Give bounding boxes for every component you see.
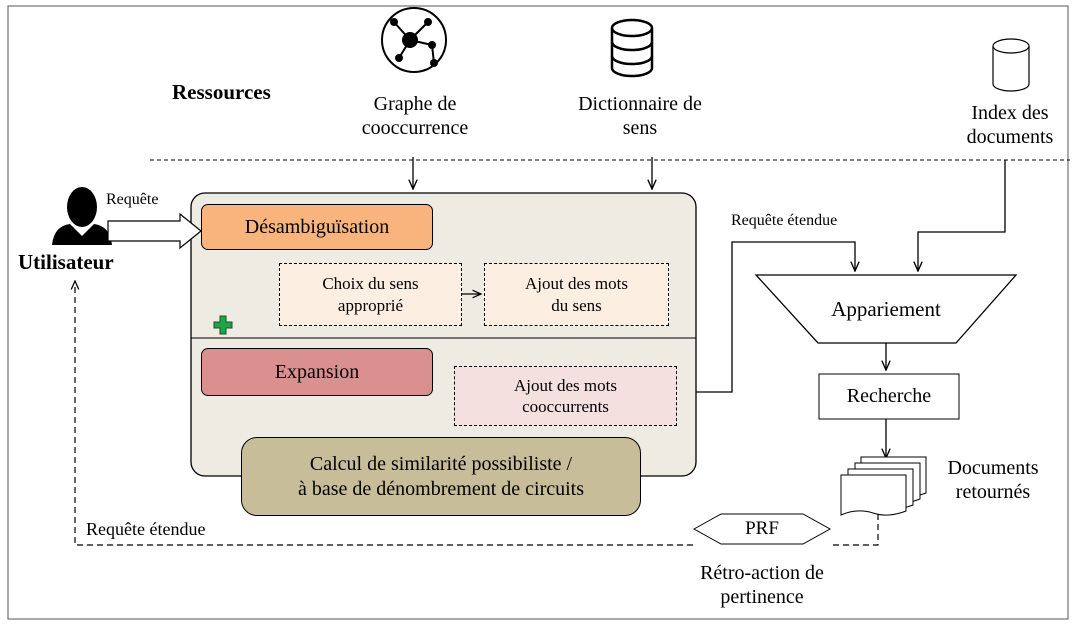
- disambiguation-box: Désambiguïsation: [201, 204, 433, 250]
- cooccurrence-graph-line1: Graphe de: [373, 93, 457, 115]
- matching-label: Appariement: [831, 297, 941, 321]
- relevance-feedback-label: Rétro-action de pertinence: [676, 561, 848, 609]
- plus-icon: [213, 315, 233, 335]
- user-icon: [52, 187, 112, 245]
- similarity-box: Calcul de similarité possibiliste / à ba…: [241, 437, 641, 516]
- returned-docs-line2: retournés: [955, 481, 1031, 503]
- similarity-line2: à base de dénombrement de circuits: [298, 477, 584, 500]
- database-icon: [610, 18, 654, 78]
- outer-frame: [7, 5, 1069, 620]
- document-index-line1: Index des: [971, 102, 1049, 124]
- index-to-matching-arrow: [918, 160, 1006, 271]
- sense-dictionary-line1: Dictionnaire de: [578, 93, 702, 115]
- add-sense-words-line1: Ajout des mots: [525, 274, 628, 294]
- cooccurrence-graph-line2: cooccurrence: [361, 117, 469, 139]
- search-box: [818, 373, 960, 420]
- query-label: Requête: [106, 191, 159, 208]
- expanded-query-top-label: Requête étendue: [731, 212, 838, 229]
- matching-shape: [754, 274, 1018, 344]
- choose-sense-line2: approprié: [337, 295, 404, 315]
- relevance-feedback-line1: Rétro-action de: [700, 562, 824, 584]
- sense-dictionary-line2: sens: [622, 117, 658, 139]
- document-index-line2: documents: [966, 126, 1054, 148]
- prf-label: PRF: [745, 518, 779, 539]
- query-arrow: [107, 212, 202, 250]
- graph-network-icon: [381, 7, 447, 73]
- add-cooccurrent-line2: cooccurrents: [522, 397, 609, 416]
- feedback-path-right: [831, 514, 879, 546]
- add-cooccurrent-line1: Ajout des mots: [514, 375, 617, 395]
- add-cooccurrent-words-box: Ajout des mots cooccurrents: [454, 366, 677, 426]
- documents-icon: [840, 456, 927, 516]
- returned-docs-label: Documents retournés: [928, 456, 1058, 504]
- add-sense-words-line2: du sens: [551, 295, 602, 315]
- feedback-path-left: [75, 281, 693, 546]
- choose-sense-box: Choix du sens approprié: [279, 263, 462, 326]
- similarity-line1: Calcul de similarité possibiliste /: [309, 452, 573, 475]
- search-label: Recherche: [846, 385, 932, 407]
- cylinder-icon: [992, 38, 1030, 92]
- add-sense-words-box: Ajout des mots du sens: [484, 263, 669, 326]
- prf-shape: [692, 513, 832, 545]
- user-label: Utilisateur: [18, 250, 114, 274]
- document-index-label: Index des documents: [945, 101, 1075, 149]
- resources-heading: Ressources: [172, 80, 271, 104]
- sense-dictionary-label: Dictionnaire de sens: [555, 92, 725, 140]
- relevance-feedback-line2: pertinence: [720, 586, 804, 608]
- choose-sense-line1: Choix du sens: [322, 274, 419, 294]
- returned-docs-line1: Documents: [947, 457, 1039, 479]
- expanded-query-bottom-label: Requête étendue: [86, 519, 206, 539]
- expanded-query-arrow: [696, 241, 855, 393]
- cooccurrence-graph-label: Graphe de cooccurrence: [340, 92, 490, 140]
- expansion-box: Expansion: [201, 348, 433, 396]
